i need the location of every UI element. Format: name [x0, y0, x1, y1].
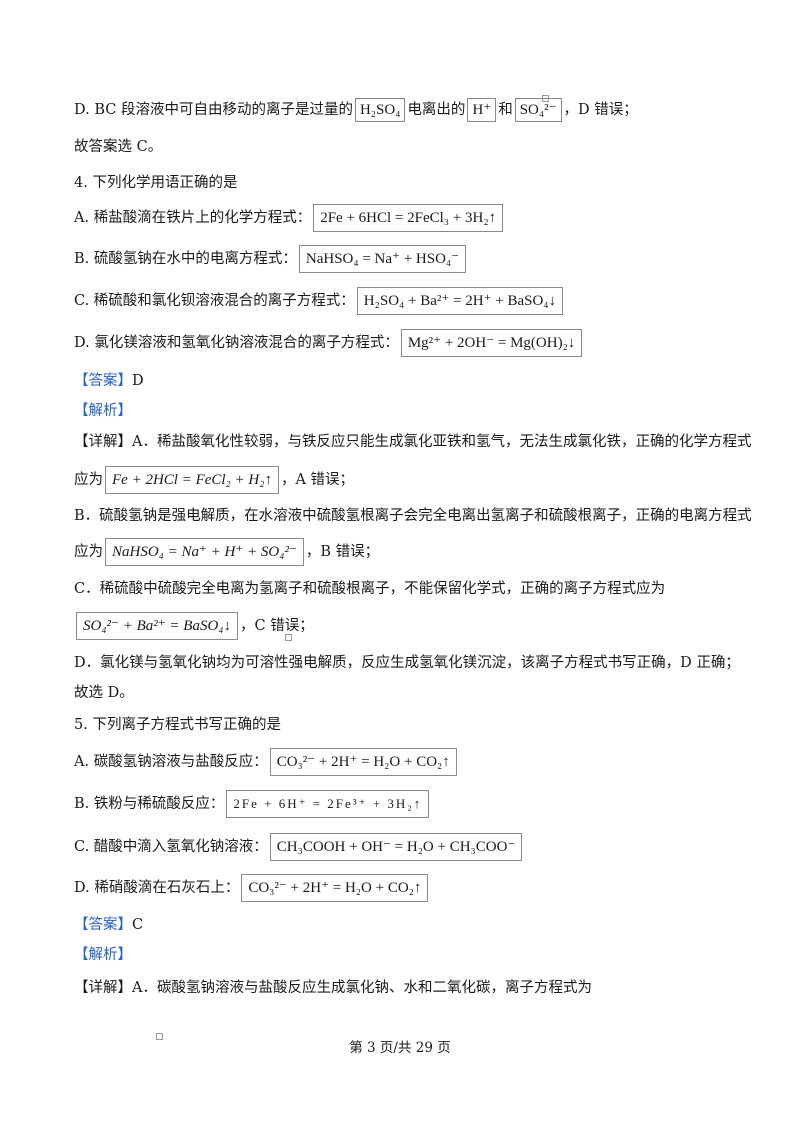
anchor-marker-icon — [542, 95, 549, 102]
question-5-title: 5. 下列离子方程式书写正确的是 — [74, 717, 281, 733]
q4-answer: 【答案】D — [74, 373, 144, 389]
answer-tag: 【答案】 — [74, 373, 132, 389]
equation-h-ion: H⁺ — [467, 98, 497, 122]
equation-q4c: H₂SO₄ + Ba²⁺ = 2H⁺ + BaSO₄↓ — [356, 287, 564, 315]
q5-option-a: A. 碳酸氢钠溶液与盐酸反应：CO₃²⁻ + 2H⁺ = H₂O + CO₂↑ — [74, 748, 740, 776]
q5-option-c: C. 醋酸中滴入氢氧化钠溶液：CH₃COOH + OH⁻ = H₂O + CH₃… — [74, 833, 740, 861]
q4-detail-b: B．硫酸氢钠是强电解质，在水溶液中硫酸氢根离子会完全电离出氢离子和硫酸根离子，正… — [74, 508, 752, 524]
anchor-marker-icon — [285, 634, 292, 641]
answer-conclusion-c: 故答案选 C。 — [74, 139, 163, 155]
equation-so4-ba: SO₄²⁻ + Ba²⁺ = BaSO₄↓ — [76, 612, 238, 640]
q4-option-d: D. 氯化镁溶液和氢氧化钠溶液混合的离子方程式：Mg²⁺ + 2OH⁻ = Mg… — [74, 329, 740, 357]
equation-fe-hcl: Fe + 2HCl = FeCl₂ + H₂↑ — [105, 466, 279, 494]
q5-option-d: D. 稀硝酸滴在石灰石上：CO₃²⁻ + 2H⁺ = H₂O + CO₂↑ — [74, 874, 740, 902]
equation-q5a: CO₃²⁻ + 2H⁺ = H₂O + CO₂↑ — [269, 748, 457, 776]
question-4-title: 4. 下列化学用语正确的是 — [74, 175, 238, 191]
anchor-marker-icon — [156, 1033, 163, 1040]
equation-nahso4: NaHSO₄ = Na⁺ + H⁺ + SO₄²⁻ — [105, 538, 304, 566]
equation-q5b: 2Fe + 6H⁺ = 2Fe³⁺ + 3H₂↑ — [226, 790, 430, 818]
equation-q4a: 2Fe + 6HCl = 2FeCl₃ + 3H₂↑ — [313, 204, 504, 232]
q4-conclusion: 故选 D。 — [74, 685, 134, 701]
equation-so4-ion: SO₄²⁻ — [514, 98, 562, 122]
equation-q5d: CO₃²⁻ + 2H⁺ = H₂O + CO₂↑ — [241, 874, 429, 902]
q5-answer: 【答案】C — [74, 917, 144, 933]
equation-q4d: Mg²⁺ + 2OH⁻ = Mg(OH)₂↓ — [400, 329, 583, 357]
q4-option-a: A. 稀盐酸滴在铁片上的化学方程式：2Fe + 6HCl = 2FeCl₃ + … — [74, 204, 740, 232]
q4-option-b: B. 硫酸氢钠在水中的电离方程式：NaHSO₄ = Na⁺ + HSO₄⁻ — [74, 245, 740, 273]
q4-detail-d: D．氯化镁与氢氧化钠均为可溶性强电解质，反应生成氢氧化镁沉淀，该离子方程式书写正… — [74, 655, 740, 671]
q5-analysis-tag: 【解析】 — [74, 947, 132, 963]
equation-h2so4: H₂SO₄ — [354, 98, 406, 122]
page-footer: 第 3 页/共 29 页 — [349, 1040, 451, 1056]
q4-detail-a: 【详解】A．稀盐酸氧化性较弱，与铁反应只能生成氯化亚铁和氢气，无法生成氯化铁，正… — [74, 434, 752, 450]
equation-q4b: NaHSO₄ = Na⁺ + HSO₄⁻ — [298, 245, 467, 273]
equation-q5c: CH₃COOH + OH⁻ = H₂O + CH₃COO⁻ — [269, 833, 523, 861]
q4-detail-c-eq: SO₄²⁻ + Ba²⁺ = BaSO₄↓，C 错误； — [74, 612, 740, 640]
q5-detail-a: 【详解】A．碳酸氢钠溶液与盐酸反应生成氯化钠、水和二氧化碳，离子方程式为 — [74, 980, 592, 996]
q4-analysis-tag: 【解析】 — [74, 403, 132, 419]
q4-detail-c: C．稀硫酸中硫酸完全电离为氢离子和硫酸根离子，不能保留化学式，正确的离子方程式应… — [74, 581, 666, 597]
q5-option-b: B. 铁粉与稀硫酸反应：2Fe + 6H⁺ = 2Fe³⁺ + 3H₂↑ — [74, 790, 740, 818]
q4-option-c: C. 稀硫酸和氯化钡溶液混合的离子方程式：H₂SO₄ + Ba²⁺ = 2H⁺ … — [74, 287, 740, 315]
